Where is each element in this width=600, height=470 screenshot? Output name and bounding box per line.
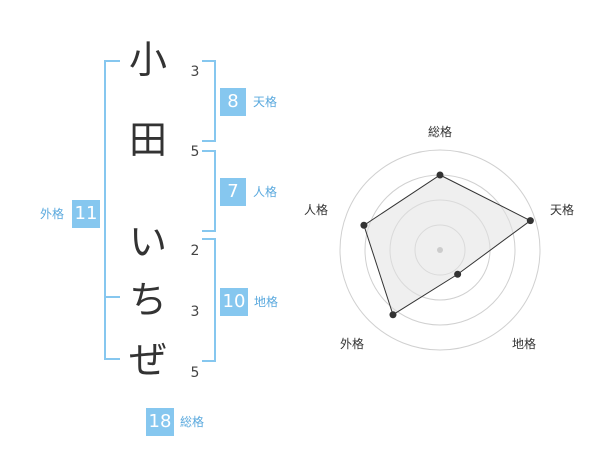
tenkaku-bracket xyxy=(202,60,216,142)
radar-point-5 xyxy=(360,221,368,229)
gaikaku-bracket xyxy=(104,60,120,360)
radar-center-dot xyxy=(437,247,443,253)
radar-point-2 xyxy=(526,217,534,225)
name-char-3: い xyxy=(128,220,167,264)
stroke-count-1: 3 xyxy=(190,64,200,80)
chikaku-score: 10 xyxy=(220,288,248,316)
jinkaku-score: 7 xyxy=(220,178,246,206)
stroke-count-3: 2 xyxy=(190,243,200,259)
gaikaku-label: 外格 xyxy=(40,207,65,221)
jinkaku-bracket xyxy=(202,150,216,232)
name-char-1: 小 xyxy=(128,38,167,82)
gaikaku-bracket-tick xyxy=(104,296,120,298)
radar-point-4 xyxy=(389,311,397,319)
radar-point-1 xyxy=(436,171,444,179)
radar-point-3 xyxy=(454,270,462,278)
gaikaku-score: 11 xyxy=(72,200,100,228)
name-char-2: 田 xyxy=(128,118,167,162)
tenkaku-label: 天格 xyxy=(253,95,278,109)
name-char-4: ち xyxy=(128,278,167,322)
stroke-count-4: 3 xyxy=(190,304,200,320)
soukaku-label: 総格 xyxy=(180,415,205,429)
radar-label-soukaku: 総格 xyxy=(427,125,452,139)
soukaku-score: 18 xyxy=(146,408,174,436)
radar-label-tenkaku: 天格 xyxy=(549,203,574,217)
radar-series-polygon xyxy=(363,174,532,316)
chikaku-bracket xyxy=(202,238,216,362)
radar-chart xyxy=(339,149,541,351)
jinkaku-label: 人格 xyxy=(253,185,278,199)
stroke-count-2: 5 xyxy=(190,144,200,160)
stroke-count-5: 5 xyxy=(190,365,200,381)
chikaku-label: 地格 xyxy=(254,295,279,309)
radar-label-jinkaku: 人格 xyxy=(303,203,328,217)
tenkaku-score: 8 xyxy=(220,88,246,116)
radar-ring-4 xyxy=(339,149,541,351)
radar-label-chikaku: 地格 xyxy=(511,337,536,351)
radar-label-gaikaku: 外格 xyxy=(339,337,364,351)
name-char-5: ぜ xyxy=(128,338,167,382)
